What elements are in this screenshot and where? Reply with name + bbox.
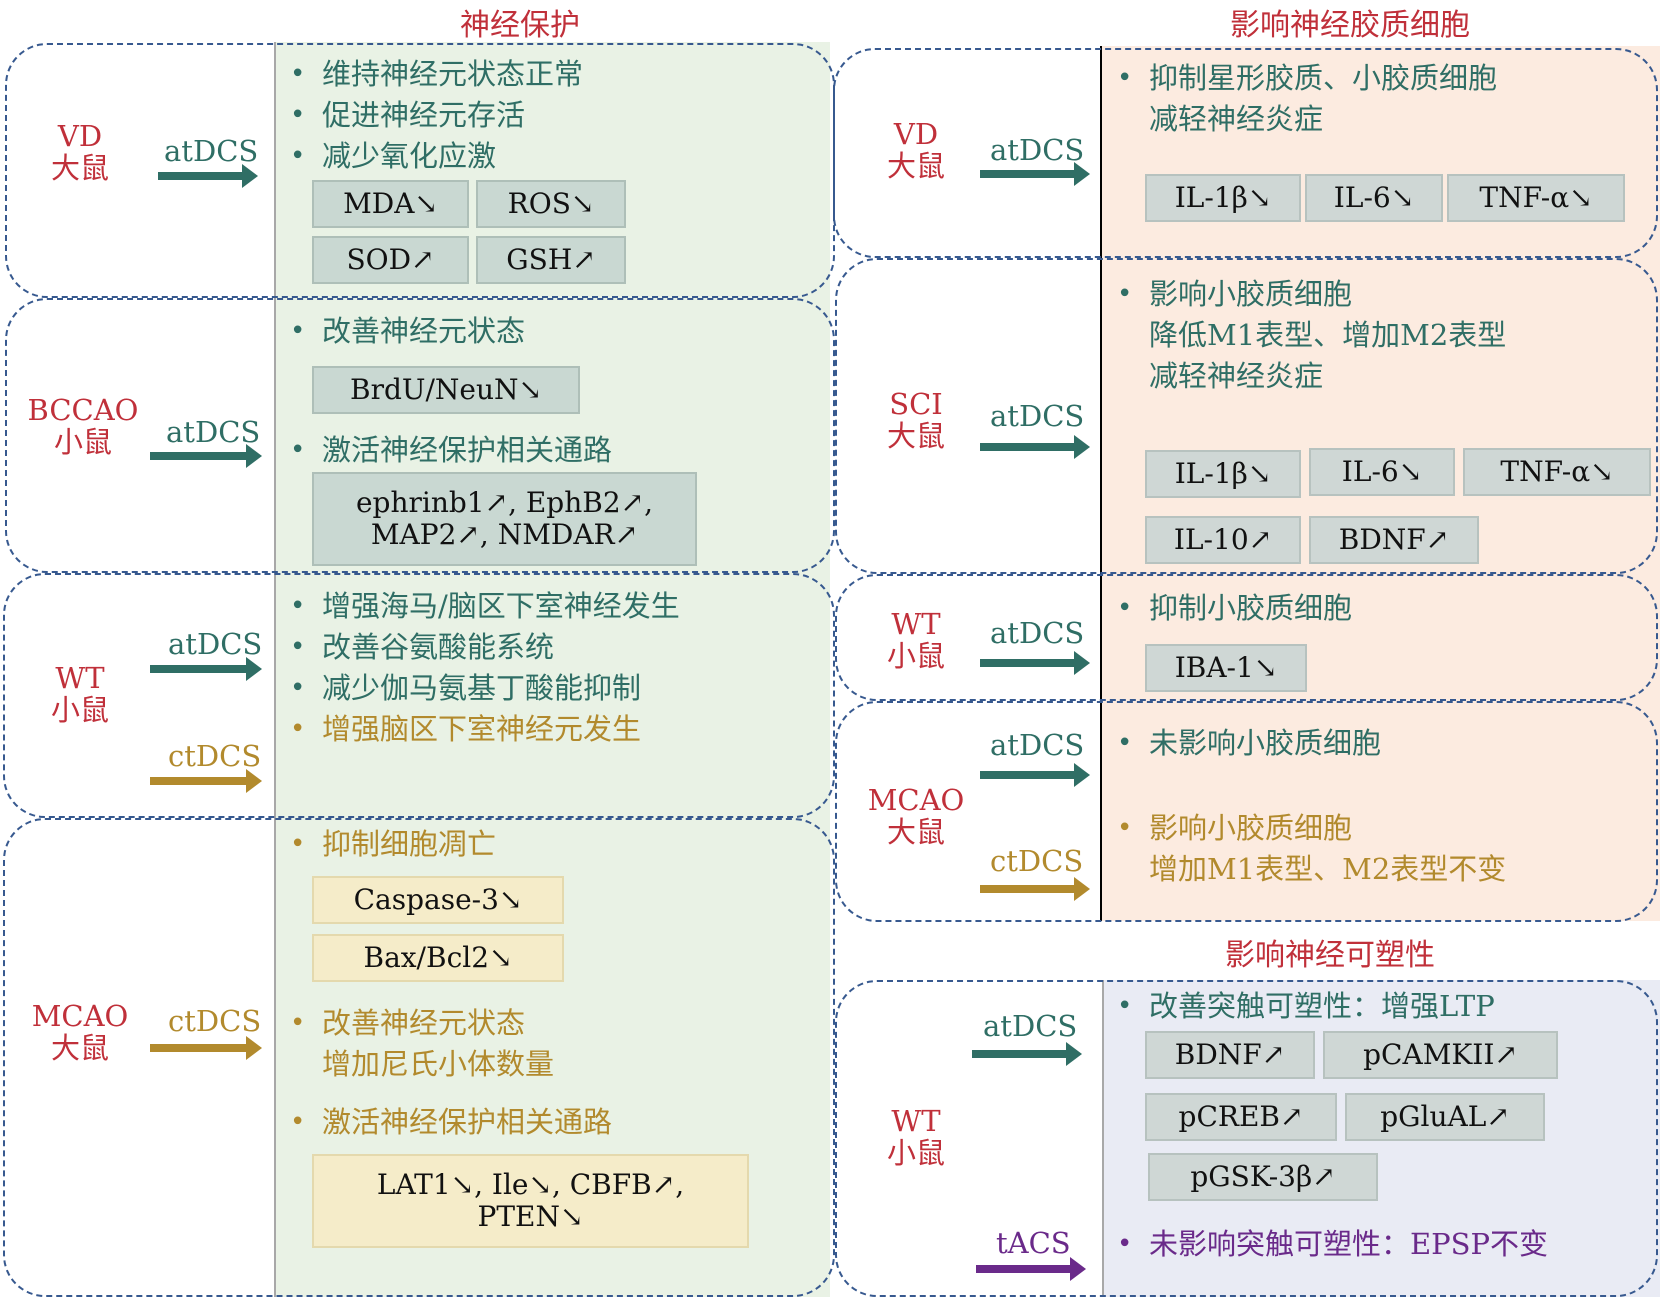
marker-box: pCAMKII↗ <box>1323 1031 1558 1079</box>
group-mcao-left <box>3 818 835 1297</box>
marker-box: Bax/Bcl2↘ <box>312 934 564 982</box>
bullet-sci-b: 降低M1表型、增加M2表型 <box>1149 318 1507 352</box>
stim-label-sci: atDCS <box>990 399 1085 433</box>
bullet-mcao-1: •抑制细胞凋亡 <box>290 827 497 861</box>
marker-box: pGluAL↗ <box>1345 1093 1545 1141</box>
marker-box: IBA-1↘ <box>1145 644 1307 692</box>
stim-label-bccao: atDCS <box>166 415 261 449</box>
marker-box: pGSK-3β↗ <box>1148 1153 1378 1201</box>
marker-box: BDNF↗ <box>1145 1031 1315 1079</box>
stim-label-vd-right: atDCS <box>990 133 1085 167</box>
group-bccao <box>5 298 835 573</box>
group-vd-right <box>833 48 1658 258</box>
bullet-plast-1: •改善突触可塑性：增强LTP <box>1117 989 1495 1023</box>
arrow-tacs-plasticity <box>976 1257 1086 1281</box>
stim-label-plast-atdcs: atDCS <box>983 1009 1078 1043</box>
cytokine-box: TNF-α↘ <box>1447 174 1625 222</box>
cytokine-box: IL-1β↘ <box>1145 450 1301 498</box>
pathway-box: ephrinb1↗, EphB2↗,MAP2↗, NMDAR↗ <box>312 472 697 566</box>
group-plasticity <box>835 980 1658 1297</box>
bullet-sci-c: 减轻神经炎症 <box>1149 359 1324 393</box>
stim-label-mcao-atdcs: atDCS <box>990 728 1085 762</box>
marker-box: MDA↘ <box>312 180 469 228</box>
pathway-box: LAT1↘, Ile↘, CBFB↗,PTEN↘ <box>312 1154 749 1248</box>
stim-label-plast-tacs: tACS <box>996 1226 1071 1260</box>
cytokine-box: IL-6↘ <box>1309 448 1455 496</box>
stim-label-mcao-ctdcs: ctDCS <box>990 844 1084 878</box>
arrow-atdcs-bccao <box>150 444 262 468</box>
stim-label-wt-right: atDCS <box>990 616 1085 650</box>
bullet-bccao-2: •激活神经保护相关通路 <box>290 433 613 467</box>
arrow-atdcs-wt-left <box>150 657 262 681</box>
group-mcao-right <box>835 701 1658 922</box>
arrow-atdcs-plasticity <box>972 1042 1082 1066</box>
cytokine-box: IL-6↘ <box>1305 174 1443 222</box>
cytokine-box: BDNF↗ <box>1309 516 1479 564</box>
arrow-atdcs-vd-right <box>980 162 1090 186</box>
bullet-bccao-1: •改善神经元状态 <box>290 314 526 348</box>
marker-box: Caspase-3↘ <box>312 876 564 924</box>
bullet-wt-2: •改善谷氨酸能系统 <box>290 630 555 664</box>
bullet-vd-right-b: 减轻神经炎症 <box>1149 102 1324 136</box>
left-divider <box>274 42 276 1297</box>
bullet-wt-1: •增强海马/脑区下室神经发生 <box>290 589 680 623</box>
header-glia: 影响神经胶质细胞 <box>1230 8 1470 43</box>
cytokine-box: IL-1β↘ <box>1145 174 1301 222</box>
bullet-sci: •影响小胶质细胞 <box>1117 277 1353 311</box>
bullet-vd-right: •抑制星形胶质、小胶质细胞 <box>1117 61 1498 95</box>
marker-box: SOD↗ <box>312 236 469 284</box>
group-sci <box>835 258 1658 574</box>
cytokine-box: TNF-α↘ <box>1463 448 1651 496</box>
bullet-plast-2: •未影响突触可塑性：EPSP不变 <box>1117 1227 1549 1261</box>
cytokine-box: IL-10↗ <box>1145 516 1301 564</box>
bullet-vd-2: •促进神经元存活 <box>290 98 526 132</box>
header-plasticity: 影响神经可塑性 <box>1225 938 1435 973</box>
bullet-mcao-2b: 增加尼氏小体数量 <box>322 1047 555 1081</box>
bullet-mcao-2: •改善神经元状态 <box>290 1006 526 1040</box>
arrow-ctdcs-mcao-left <box>150 1036 262 1060</box>
marker-box: pCREB↗ <box>1145 1093 1337 1141</box>
bullet-vd-1: •维持神经元状态正常 <box>290 57 584 91</box>
marker-box: ROS↘ <box>476 180 626 228</box>
arrow-atdcs-vd-left <box>158 164 258 188</box>
arrow-atdcs-sci <box>980 435 1090 459</box>
marker-box: GSH↗ <box>476 236 626 284</box>
header-neuroprotection: 神经保护 <box>460 8 580 43</box>
arrow-ctdcs-mcao-right <box>980 877 1090 901</box>
bullet-vd-3: •减少氧化应激 <box>290 139 497 173</box>
stim-label-mcao-left: ctDCS <box>168 1004 262 1038</box>
stim-label-vd-left: atDCS <box>164 134 259 168</box>
plasticity-divider <box>1102 980 1104 1297</box>
bullet-mcao-3: •激活神经保护相关通路 <box>290 1105 613 1139</box>
arrow-atdcs-wt-right <box>980 651 1090 675</box>
arrow-ctdcs-wt-left <box>150 769 262 793</box>
bullet-mcao-right-2b: 增加M1表型、M2表型不变 <box>1149 852 1507 886</box>
group-wt-right <box>835 574 1658 701</box>
bullet-wt-ct: •增强脑区下室神经元发生 <box>290 712 642 746</box>
glia-divider <box>1100 46 1102 921</box>
marker-box: BrdU/NeuN↘ <box>312 366 580 414</box>
stim-label-wt-ctdcs: ctDCS <box>168 739 262 773</box>
bullet-mcao-right-1: •未影响小胶质细胞 <box>1117 726 1382 760</box>
bullet-wt-3: •减少伽马氨基丁酸能抑制 <box>290 671 642 705</box>
stim-label-wt-atdcs: atDCS <box>168 627 263 661</box>
arrow-atdcs-mcao-right <box>980 763 1090 787</box>
group-wt-left <box>3 573 835 818</box>
bullet-wt-right: •抑制小胶质细胞 <box>1117 591 1353 625</box>
bullet-mcao-right-2: •影响小胶质细胞 <box>1117 811 1353 845</box>
